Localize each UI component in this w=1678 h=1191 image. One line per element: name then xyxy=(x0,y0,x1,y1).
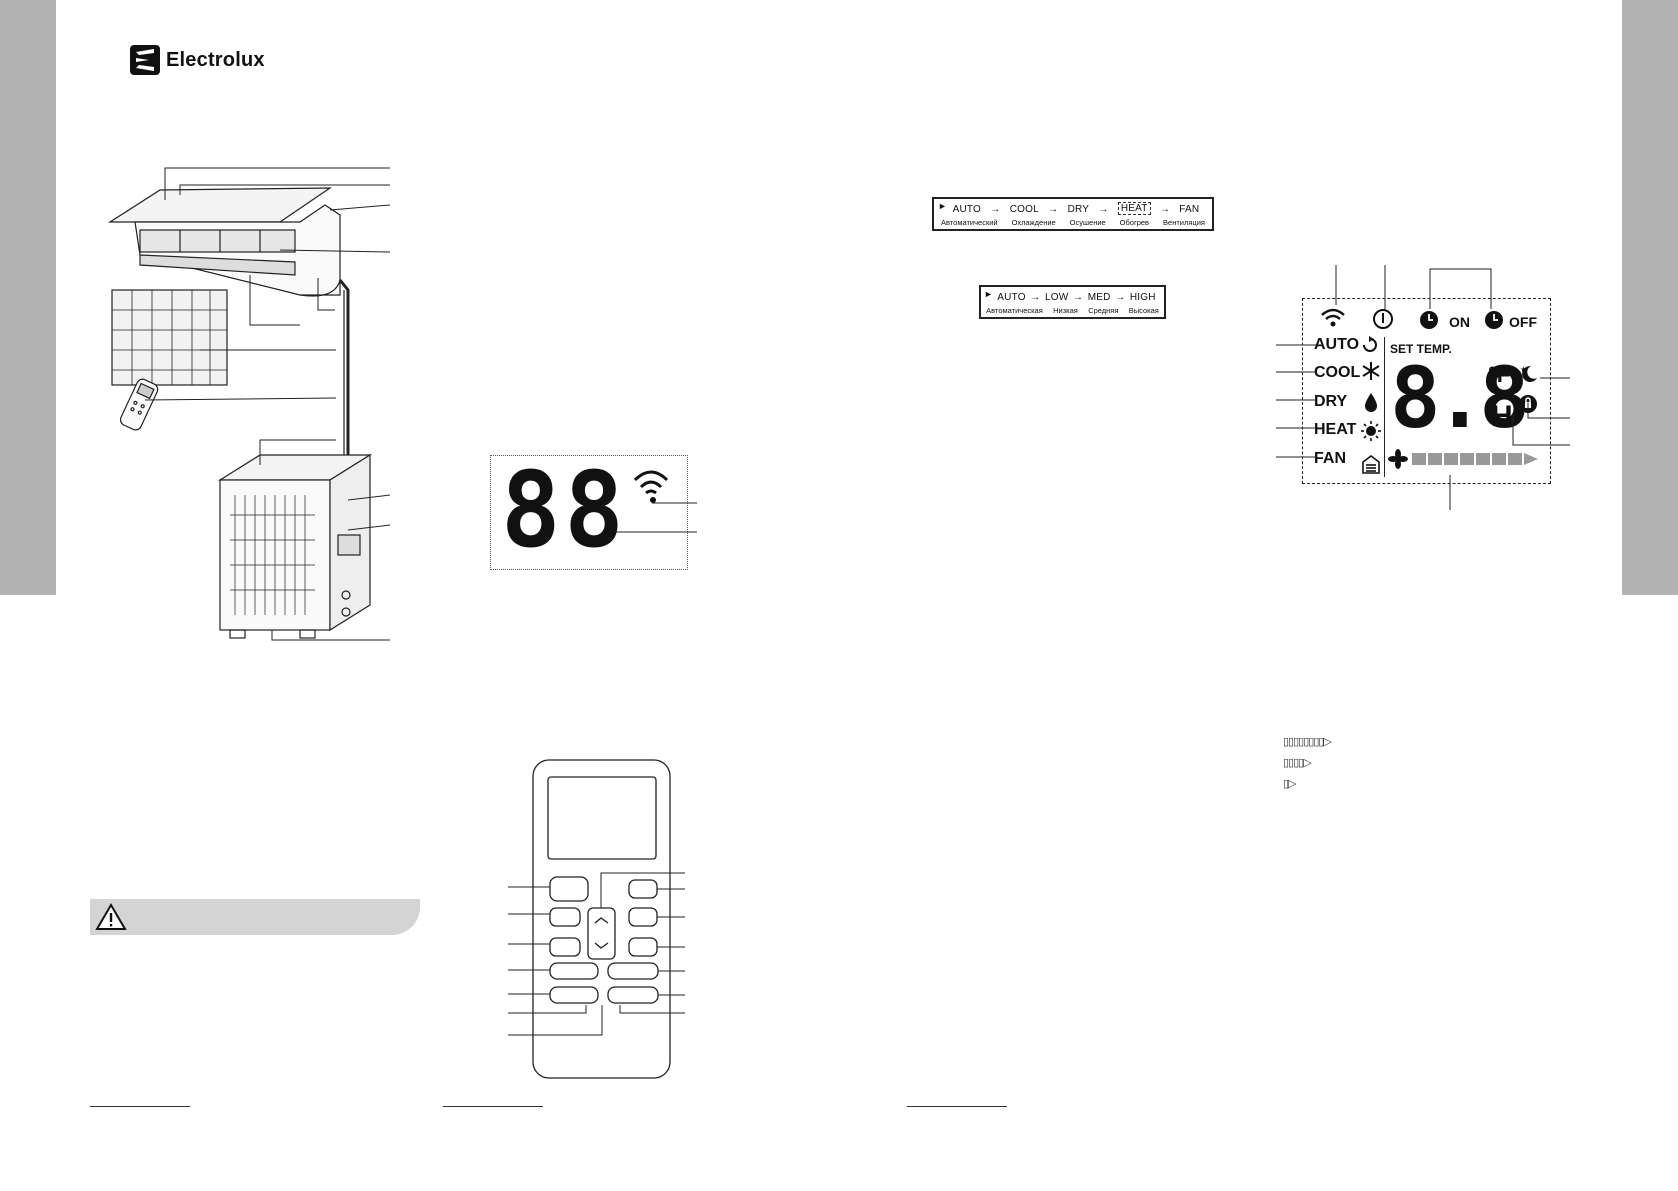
mode-auto-ru: Автоматический xyxy=(940,218,998,227)
mode-dry: DRY xyxy=(1067,204,1090,215)
fan-low-ru: Низкая xyxy=(1053,306,1078,315)
fan-speed-medium-legend: ▯▯▯▯▷ xyxy=(1283,757,1312,769)
mode-fan: FAN xyxy=(1179,204,1200,215)
auto-cycle-icon xyxy=(1363,336,1377,352)
drop-icon xyxy=(1365,393,1377,412)
display-callouts xyxy=(615,502,697,533)
fan-speed-high-legend: ▯▯▯▯▯▯▯▯▷ xyxy=(1283,736,1332,748)
svg-text:★: ★ xyxy=(1520,365,1527,374)
mode-cool-ru: Охлаждение xyxy=(1011,218,1056,227)
lcd-mode-auto: AUTO xyxy=(1314,336,1360,353)
footer-rule xyxy=(907,1106,1007,1107)
snowflake-icon xyxy=(1362,362,1380,380)
remote-button xyxy=(549,876,589,902)
remote-button xyxy=(549,962,599,980)
remote-lcd-panel xyxy=(1302,298,1551,484)
remote-button xyxy=(549,937,581,957)
fan-auto: AUTO xyxy=(997,292,1026,303)
mode-heat-ru: Обогрев xyxy=(1119,218,1150,227)
mode-sequence: ► AUTO→ COOL→ DRY→ HEAT→ FAN Автоматичес… xyxy=(932,197,1214,231)
fan-high-ru: Высокая xyxy=(1128,306,1159,315)
fan-high: HIGH xyxy=(1129,292,1156,303)
fan-auto-ru: Автоматическая xyxy=(986,306,1043,315)
air-conditioner-illustration xyxy=(107,167,391,641)
electrolux-logo-icon xyxy=(130,45,160,75)
mode-fan-ru: Вентиляция xyxy=(1163,218,1205,227)
fan-speed-sequence: ► AUTO→ LOW→ MED→ HIGH Автоматическая Ни… xyxy=(979,285,1166,319)
lcd-mode-dry: DRY xyxy=(1314,393,1348,410)
timer-off-label: OFF xyxy=(1509,314,1537,330)
fan-med-ru: Средняя xyxy=(1088,306,1119,315)
timer-off-icon xyxy=(1485,311,1503,329)
mode-dry-ru: Осушение xyxy=(1069,218,1106,227)
remote-button xyxy=(549,907,581,927)
warning-icon xyxy=(95,903,127,930)
unit-fahrenheit: °F xyxy=(1488,362,1511,387)
sun-icon xyxy=(1361,421,1381,441)
lcd-mode-fan: FAN xyxy=(1314,450,1346,467)
left-page-tab xyxy=(0,0,56,595)
remote-screen xyxy=(547,776,657,860)
fan-speed-low-legend: ▯▷ xyxy=(1283,778,1296,790)
lcd-callouts xyxy=(1276,265,1570,510)
indoor-display-digits: 88 xyxy=(501,449,628,571)
warning-banner xyxy=(90,899,420,935)
wifi-icon xyxy=(633,470,669,503)
fan-mode-icon xyxy=(1362,455,1380,474)
power-icon xyxy=(1373,309,1393,329)
set-temp-label-text: SET TEMP. xyxy=(1390,342,1452,356)
indoor-display-panel: 88 xyxy=(490,449,688,571)
lcd-divider xyxy=(1384,337,1385,477)
timer-on-label: ON xyxy=(1449,314,1470,330)
wifi-icon xyxy=(1321,308,1345,327)
footer-rule xyxy=(443,1106,543,1107)
sleep-icon: ★ xyxy=(1520,365,1537,382)
mode-icons xyxy=(1361,336,1381,474)
fan-icon xyxy=(1388,449,1408,469)
electrolux-logo: Electrolux xyxy=(130,45,265,75)
lcd-mode-heat: HEAT xyxy=(1314,421,1357,438)
brand-name: Electrolux xyxy=(166,48,265,71)
mode-heat: HEAT xyxy=(1117,202,1151,215)
mode-auto: AUTO xyxy=(952,204,982,215)
footer-rule xyxy=(90,1106,190,1107)
remote-control xyxy=(508,759,685,1079)
fan-med: MED xyxy=(1087,292,1111,303)
fan-low: LOW xyxy=(1045,292,1069,303)
remote-button xyxy=(549,986,599,1004)
fan-speed-bar xyxy=(1412,453,1538,465)
lcd-temp-digits: 8.8 xyxy=(1390,349,1530,447)
unit-hour: H xyxy=(1491,400,1513,433)
lcd-mode-cool: COOL xyxy=(1314,364,1361,381)
right-page-tab xyxy=(1622,0,1678,595)
timer-on-icon xyxy=(1420,311,1438,329)
mode-cool: COOL xyxy=(1009,204,1039,215)
